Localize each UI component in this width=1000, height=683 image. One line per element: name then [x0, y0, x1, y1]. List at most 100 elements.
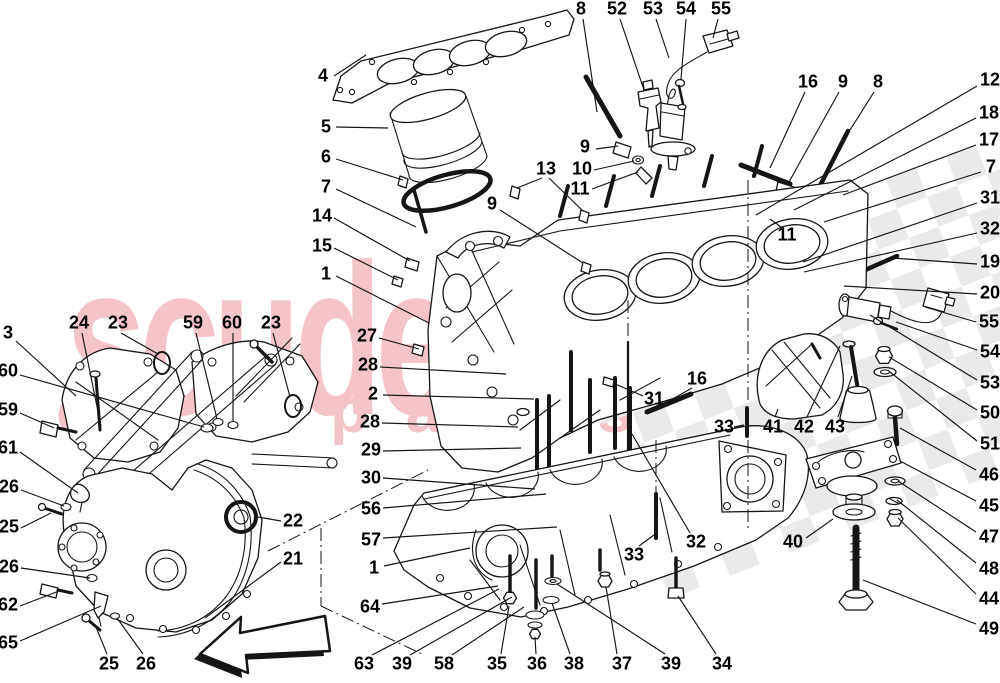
- callout-1: 1: [320, 263, 332, 284]
- callout-33: 33: [623, 544, 645, 565]
- callout-65: 65: [0, 632, 19, 653]
- leader-line-25: [95, 626, 108, 655]
- callout-29: 29: [360, 439, 382, 460]
- callout-33: 33: [713, 416, 735, 437]
- callout-53: 53: [642, 0, 664, 19]
- leader-line-26: [116, 617, 144, 655]
- leader-line-56: [382, 493, 547, 509]
- callout-26: 26: [0, 476, 20, 497]
- leader-line-59: [195, 332, 218, 420]
- leader-line-55: [712, 18, 719, 39]
- leader-line-23: [120, 332, 159, 355]
- leader-line-20: [843, 285, 978, 295]
- leader-line-44: [897, 517, 977, 595]
- leader-line-13: [548, 177, 584, 212]
- callout-48: 48: [978, 558, 1000, 579]
- callout-25: 25: [98, 653, 120, 674]
- leader-line-28: [379, 366, 507, 375]
- leader-line-13: [516, 177, 543, 189]
- callout-14: 14: [311, 205, 333, 226]
- callout-38: 38: [563, 653, 585, 674]
- callout-12: 12: [979, 69, 1000, 90]
- cylinder-liner-drawing: [389, 88, 493, 214]
- leader-line-39: [556, 583, 666, 655]
- leader-line-12: [755, 85, 978, 216]
- leader-line-1: [383, 547, 471, 567]
- leader-lines: [15, 18, 982, 656]
- leader-line-40: [805, 518, 834, 539]
- leader-line-51: [889, 371, 978, 442]
- leader-line-39: [409, 596, 513, 656]
- callout-36: 36: [526, 653, 548, 674]
- leader-line-28: [381, 422, 519, 428]
- callout-46: 46: [978, 464, 1000, 485]
- leader-line-1: [335, 275, 430, 324]
- callout-57: 57: [360, 529, 382, 550]
- callout-11: 11: [570, 178, 590, 199]
- leader-line-8: [849, 91, 875, 131]
- leader-line-61: [19, 451, 79, 494]
- callout-10: 10: [571, 158, 593, 179]
- leader-line-59: [19, 412, 55, 429]
- leader-line-6: [335, 158, 404, 181]
- leader-line-31: [802, 202, 978, 263]
- leader-line-23: [272, 332, 291, 398]
- leader-line-32: [631, 433, 691, 534]
- callout-52: 52: [606, 0, 628, 19]
- leader-line-16: [668, 387, 693, 402]
- callout-13: 13: [535, 158, 557, 179]
- callout-17: 17: [978, 129, 1000, 150]
- callout-42: 42: [793, 416, 815, 437]
- callout-23: 23: [107, 312, 129, 333]
- leader-line-54: [680, 18, 687, 80]
- callout-23: 23: [260, 312, 282, 333]
- callout-62: 62: [0, 594, 19, 615]
- callout-39: 39: [660, 653, 682, 674]
- callout-47: 47: [978, 526, 1000, 547]
- rpm-sensor-drawing: [650, 29, 740, 171]
- callout-28: 28: [357, 354, 379, 375]
- leader-line-62: [19, 590, 60, 607]
- centerlines: [267, 180, 749, 656]
- leader-line-38: [551, 602, 571, 655]
- leader-line-8: [582, 18, 598, 113]
- callout-4: 4: [317, 65, 329, 86]
- timing-cover-drawing: [37, 337, 338, 638]
- leader-line-7: [823, 171, 982, 223]
- direction-arrow: [194, 614, 332, 678]
- leader-line-54: [895, 321, 978, 351]
- liner-seal-ring: [401, 168, 493, 214]
- leader-line-11: [591, 171, 639, 190]
- callout-54: 54: [675, 0, 697, 19]
- callout-16: 16: [686, 368, 708, 389]
- seal-ring-22: [224, 500, 258, 534]
- head-gasket-drawing: [332, 9, 575, 104]
- leader-line-34: [677, 595, 717, 655]
- callout-49: 49: [978, 618, 1000, 639]
- leader-line-43: [837, 375, 853, 418]
- callout-43: 43: [824, 416, 846, 437]
- callout-8: 8: [575, 0, 587, 19]
- callout-27: 27: [356, 325, 378, 346]
- leader-line-36: [534, 636, 537, 655]
- leader-line-64: [381, 585, 499, 605]
- callout-25: 25: [0, 516, 20, 537]
- callout-19: 19: [979, 251, 1000, 272]
- leader-line-58: [451, 606, 525, 656]
- callout-61: 61: [0, 437, 19, 458]
- callout-6: 6: [320, 146, 332, 167]
- callout-44: 44: [978, 588, 1000, 609]
- leader-line-53: [655, 18, 670, 59]
- leader-line-47: [897, 480, 977, 533]
- leader-line-52: [619, 18, 645, 91]
- sensor-bolt-drawing: [674, 78, 687, 111]
- callout-18: 18: [978, 102, 1000, 123]
- callout-56: 56: [360, 498, 382, 519]
- callout-53: 53: [979, 372, 1000, 393]
- callout-31: 31: [643, 388, 665, 409]
- o-ring-23-right: [284, 394, 302, 418]
- callout-51: 51: [979, 433, 1000, 454]
- leader-line-7: [335, 188, 417, 228]
- o-ring-23-left: [153, 351, 171, 375]
- callout-45: 45: [978, 495, 1000, 516]
